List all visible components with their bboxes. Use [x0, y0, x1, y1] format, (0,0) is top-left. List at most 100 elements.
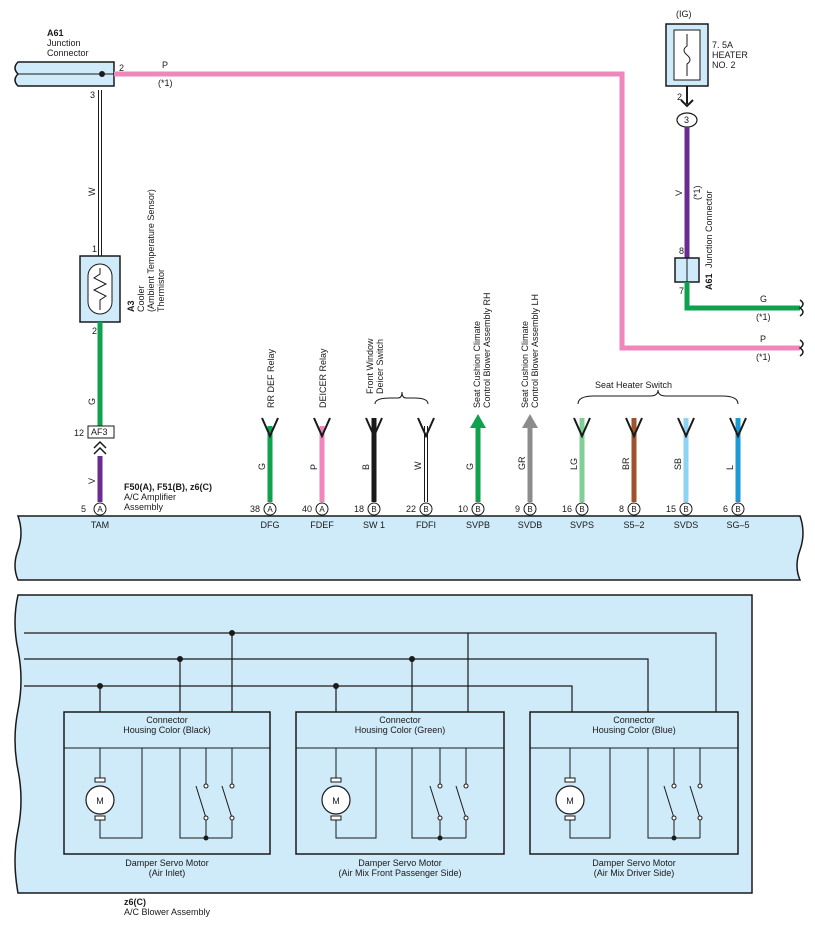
wire-svdb-color: GR: [517, 456, 527, 470]
terminal-tam: 5 A TAM: [81, 502, 109, 530]
wire-svpb-color: G: [465, 463, 475, 470]
terminal-conn: B: [475, 505, 480, 514]
terminal-name: DFG: [261, 520, 280, 530]
motor1-name-1: Damper Servo Motor: [125, 858, 209, 868]
terminal-pin: 38: [250, 504, 260, 514]
terminal-sw1: 18 B SW 1: [354, 502, 385, 530]
terminal-pin: 18: [354, 504, 364, 514]
terminal-name: FDEF: [310, 520, 334, 530]
terminal-pin: 6: [723, 504, 728, 514]
wire-pink-right-labels: P (*1): [756, 334, 804, 362]
terminal-fdfi: 22 B FDFI: [406, 502, 436, 530]
terminal-name: S5–2: [623, 520, 644, 530]
amplifier-id: F50(A), F51(B), z6(C): [124, 482, 212, 492]
terminal-name: SG–5: [726, 520, 749, 530]
terminal-name: FDFI: [416, 520, 436, 530]
bus-lines: [24, 632, 717, 712]
wire-purple-tam-color: V: [87, 478, 97, 484]
wire-purple-tam: V: [87, 456, 103, 502]
label-front-window-2: Deicer Switch: [375, 339, 385, 394]
wire-pink-top-note: (*1): [158, 78, 173, 88]
terminal-sg5: 6 B SG–5: [723, 502, 750, 530]
wire-white-sensor-color: W: [87, 187, 97, 196]
motor3-name-2: (Air Mix Driver Side): [594, 868, 675, 878]
fuse-pin-top: 2: [677, 92, 682, 102]
connector-af3: 12 AF3: [74, 425, 115, 455]
label-front-window-1: Front Window: [365, 338, 375, 394]
terminal-conn: B: [423, 505, 428, 514]
wire-sg5-color: L: [725, 465, 735, 470]
motor3-name-1: Damper Servo Motor: [592, 858, 676, 868]
terminal-conn: B: [735, 505, 740, 514]
wire-sw1-color: B: [361, 464, 371, 470]
terminal-name: SVPS: [570, 520, 594, 530]
terminal-conn: A: [97, 505, 103, 514]
label-seat-cushion-lh-1: Seat Cushion Climate: [520, 321, 530, 408]
terminal-wires: G P B W G GR LG BR SB L: [257, 414, 747, 502]
motor1-name-2: (Air Inlet): [149, 868, 186, 878]
sensor-line-1: Cooler: [136, 285, 146, 312]
terminal-pin: 16: [562, 504, 572, 514]
label-seat-cushion-rh-2: Control Blower Assembly RH: [482, 292, 492, 408]
jc-right-pin-bottom: 7: [679, 286, 684, 296]
wire-svps-color: LG: [569, 458, 579, 470]
sensor-pin-top: 1: [92, 244, 97, 254]
jc-left-name-1: Junction: [47, 38, 81, 48]
sensor-id: A3: [126, 300, 136, 312]
wire-fdef-color: P: [309, 464, 319, 470]
wire-purple-right-note: (*1): [692, 185, 702, 200]
motor-module-air-inlet: Connector Housing Color (Black) M Damper…: [63, 711, 271, 878]
sensor-a3: 1 2 A3 Cooler (Ambient Temperature Senso…: [79, 189, 166, 336]
terminal-name: SVDS: [674, 520, 699, 530]
sensor-pin-bottom: 2: [92, 326, 97, 336]
motor-module-air-mix-passenger: Connector Housing Color (Green) M Damper…: [295, 711, 505, 878]
terminal-svds: 15 B SVDS: [666, 502, 699, 530]
fuse-label-1: 7. 5A: [712, 40, 733, 50]
sensor-line-2: (Ambient Temperature Sensor): [146, 189, 156, 312]
terminal-name: TAM: [91, 520, 109, 530]
terminal-pins: 5 A TAM 38 A DFG 40 A FDEF 18 B SW 1 22 …: [81, 502, 750, 530]
motor3-conn-1: Connector: [613, 715, 655, 725]
fuse-heater-no2: (IG) 7. 5A HEATER NO. 2 2 3: [665, 9, 748, 128]
terminal-pin: 15: [666, 504, 676, 514]
wire-purple-right: V (*1): [674, 127, 702, 258]
label-seat-cushion-rh-1: Seat Cushion Climate: [472, 321, 482, 408]
wire-s52-color: BR: [621, 457, 631, 470]
blower-label: z6(C) A/C Blower Assembly: [124, 897, 211, 917]
jc-left-pin-right: 2: [119, 63, 124, 73]
terminal-pin: 5: [81, 504, 86, 514]
wire-purple-right-color: V: [674, 190, 684, 196]
wire-fdfi-color: W: [413, 461, 423, 470]
jc-right-id: A61: [704, 273, 714, 290]
motor1-conn-2: Housing Color (Black): [123, 725, 211, 735]
motor3-symbol: M: [566, 796, 574, 806]
terminal-conn: B: [579, 505, 584, 514]
amplifier-label: F50(A), F51(B), z6(C) A/C Amplifier Asse…: [124, 482, 212, 512]
wire-pink-top: P (*1): [114, 60, 800, 351]
motor2-name-1: Damper Servo Motor: [358, 858, 442, 868]
bus-junctions: [97, 630, 415, 689]
jc-left-name-2: Connector: [47, 48, 89, 58]
motor2-name-2: (Air Mix Front Passenger Side): [338, 868, 461, 878]
label-seat-heater-switch: Seat Heater Switch: [595, 380, 672, 390]
terminal-conn: B: [527, 505, 532, 514]
junction-connector-a61-left: A61 Junction Connector 2 3: [14, 28, 124, 100]
amplifier-box: [14, 515, 804, 581]
motor-module-air-mix-driver: Connector Housing Color (Blue) M Damper …: [529, 711, 739, 878]
terminal-pin: 10: [458, 504, 468, 514]
fuse-supply: (IG): [676, 9, 692, 19]
wire-pink-right-color: P: [760, 334, 766, 344]
terminal-conn: B: [371, 505, 376, 514]
wire-green-sensor-color: G: [87, 398, 97, 405]
wire-green-right-color: G: [760, 294, 767, 304]
label-rr-def-relay: RR DEF Relay: [266, 348, 276, 408]
terminal-pin: 8: [619, 504, 624, 514]
wire-svds-color: SB: [673, 458, 683, 470]
wire-green-right-note: (*1): [756, 312, 771, 322]
junction-connector-a61-right: 8 7 A61 Junction Connector: [674, 190, 714, 296]
wire-pink-top-color: P: [162, 60, 168, 70]
motor1-conn-1: Connector: [146, 715, 188, 725]
terminal-name: SW 1: [363, 520, 385, 530]
terminal-s52: 8 B S5–2: [619, 502, 645, 530]
